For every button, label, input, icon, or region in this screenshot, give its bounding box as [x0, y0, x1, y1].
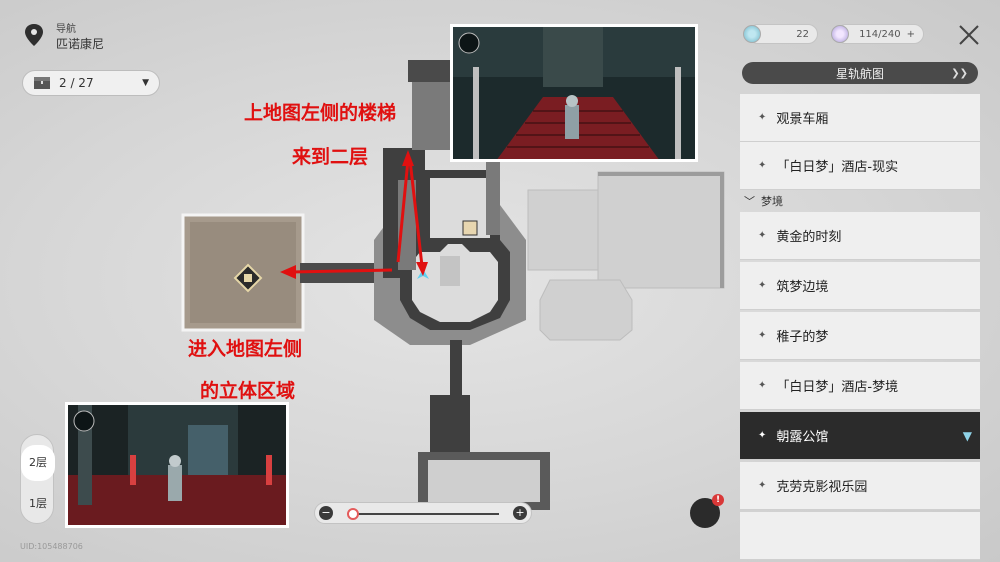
list-item-label: 黄金的时刻 — [776, 230, 842, 245]
list-item[interactable]: ✦ 「白日梦」酒店-现实 — [740, 142, 980, 190]
panel-title: 星轨航图 — [835, 66, 884, 81]
list-item-active[interactable]: ✦ 朝露公馆 ▼ — [740, 412, 980, 460]
alert-badge: ! — [712, 494, 724, 506]
power-icon — [831, 25, 849, 43]
reference-screenshot-stairs — [450, 24, 698, 162]
bullet-icon: ✦ — [758, 112, 767, 123]
list-item[interactable] — [740, 512, 980, 560]
list-item-label: 筑梦边境 — [776, 280, 829, 295]
uid-label: UID:105488706 — [20, 542, 83, 551]
section-icon: ﹀ — [744, 195, 755, 208]
section-label: 梦境 — [761, 195, 783, 208]
resource-power[interactable]: 114/240 + — [831, 24, 924, 44]
annotation-text: 来到二层 — [292, 146, 369, 168]
bullet-icon: ✦ — [758, 330, 767, 341]
list-item[interactable]: ✦ 观景车厢 — [740, 94, 980, 142]
nav-label: 导航 — [56, 24, 76, 35]
map-pin-icon — [25, 24, 43, 46]
nav-header: 导航 匹诺康尼 — [22, 20, 104, 52]
list-item-label: 稚子的梦 — [776, 330, 829, 345]
zoom-slider-handle[interactable] — [347, 508, 359, 520]
floor-2-button[interactable]: 2层 — [21, 445, 55, 481]
resource-fuel[interactable]: 22 — [743, 24, 818, 44]
plus-icon[interactable]: + — [906, 28, 915, 40]
list-item[interactable]: ✦ 「白日梦」酒店-梦境 — [740, 362, 980, 410]
list-item[interactable]: ✦ 黄金的时刻 — [740, 212, 980, 260]
chest-counter[interactable]: 2 / 27 ▼ — [22, 70, 160, 96]
star-rail-map-button[interactable]: 星轨航图 ❯❯ — [742, 62, 978, 84]
selected-indicator-icon: ▼ — [962, 428, 972, 443]
list-item-label: 「白日梦」酒店-梦境 — [776, 380, 899, 395]
puzzle-icon — [462, 220, 478, 236]
section-header: ﹀ 梦境 — [740, 190, 980, 212]
list-item[interactable]: ✦ 克劳克影视乐园 — [740, 462, 980, 510]
fuel-count: 22 — [796, 28, 809, 40]
chest-icon — [34, 77, 50, 89]
list-item-label: 朝露公馆 — [776, 430, 829, 445]
zoom-in-button[interactable]: + — [513, 506, 527, 520]
annotation-text: 上地图左侧的楼梯 — [244, 102, 397, 124]
bullet-icon: ✦ — [758, 280, 767, 291]
bullet-icon: ✦ — [758, 160, 767, 171]
zoom-track[interactable] — [349, 513, 499, 515]
chevron-down-icon: ▼ — [142, 78, 149, 88]
fuel-icon — [743, 25, 761, 43]
list-item-label: 观景车厢 — [776, 112, 829, 127]
list-item[interactable]: ✦ 稚子的梦 — [740, 312, 980, 360]
zoom-bar[interactable]: − + — [314, 502, 532, 524]
list-item-label: 克劳克影视乐园 — [776, 480, 868, 495]
power-count: 114/240 — [859, 28, 901, 40]
reference-screenshot-area — [65, 402, 289, 528]
bullet-icon: ✦ — [758, 430, 767, 441]
location-list[interactable]: ✦ 观景车厢 ✦ 「白日梦」酒店-现实 ﹀ 梦境 ✦ 黄金的时刻 ✦ 筑梦边境 … — [740, 94, 980, 562]
bullet-icon: ✦ — [758, 380, 767, 391]
area-marker-icon — [233, 263, 263, 293]
list-item-label: 「白日梦」酒店-现实 — [776, 160, 899, 175]
annotation-text: 进入地图左侧 — [188, 338, 303, 360]
annotation-text: 的立体区域 — [200, 380, 296, 402]
bullet-icon: ✦ — [758, 480, 767, 491]
bullet-icon: ✦ — [758, 230, 767, 241]
chest-count: 2 / 27 — [59, 76, 94, 90]
zoom-out-button[interactable]: − — [319, 506, 333, 520]
list-item[interactable]: ✦ 筑梦边境 — [740, 262, 980, 310]
floor-1-button[interactable]: 1层 — [29, 497, 47, 510]
close-icon[interactable] — [956, 22, 982, 48]
floor-selector[interactable]: 2层 1层 — [20, 434, 55, 524]
double-chevron-icon: ❯❯ — [951, 67, 968, 79]
nav-location: 匹诺康尼 — [56, 37, 105, 51]
